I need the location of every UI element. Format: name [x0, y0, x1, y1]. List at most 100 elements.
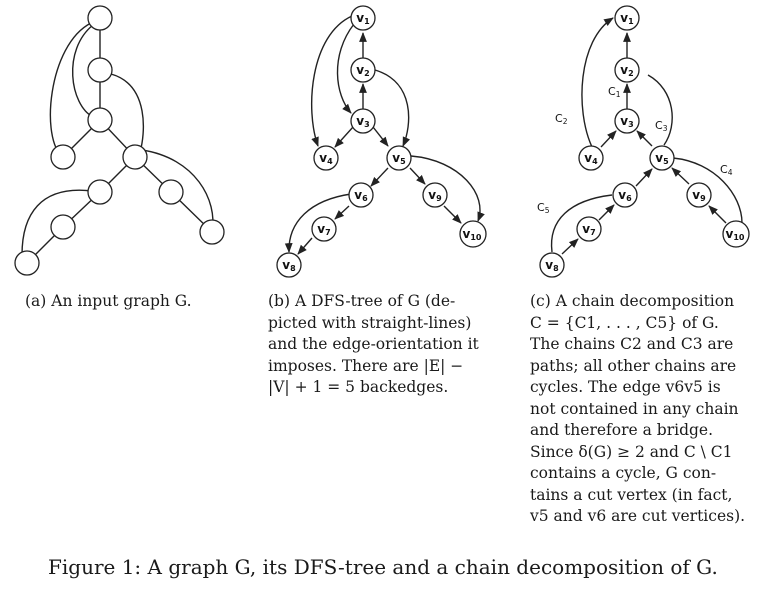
vertex-label-v2: v2: [356, 63, 369, 78]
vertex-v7: [311, 216, 337, 242]
backedge-v3-v1: [336, 23, 355, 114]
chain-curve-v2-v5: [647, 74, 673, 146]
chain-curve-v5-v10: [672, 157, 743, 224]
chain-edge-v9-v5: [671, 167, 690, 185]
graph-vertex: [50, 214, 76, 240]
chain-edge-v4-v3: [600, 130, 617, 148]
vertex-label-v8: v8: [282, 258, 296, 273]
vertex-label-v7: v7: [582, 222, 595, 237]
vertex-v5: [386, 145, 412, 171]
vertex-v4: [578, 145, 604, 171]
vertex-label-v1: v1: [356, 11, 370, 26]
vertex-v2: [350, 57, 376, 83]
caption-line: The chains C2 and C3 are: [530, 335, 734, 353]
tree-edge-v5-v6: [370, 167, 389, 187]
chain-label-c3: C3: [655, 119, 668, 133]
caption-line: imposes. There are |E| −: [268, 356, 464, 375]
caption-line: picted with straight-lines): [268, 313, 472, 332]
panel-b-edges: [284, 15, 485, 255]
graph-vertex: [87, 179, 113, 205]
vertex-v6: [612, 182, 638, 208]
bridge-edge-v6-v5: [635, 168, 653, 187]
graph-vertex: [199, 219, 225, 245]
chain-label-c4: C4: [720, 163, 733, 177]
caption-line: v5 and v6 are cut vertices).: [530, 507, 746, 525]
vertex-label-v4: v4: [584, 151, 598, 166]
chain-label-c2: C2: [555, 112, 568, 126]
tree-edge-v5-v9: [409, 167, 426, 185]
chain-edge-v7-v6: [598, 204, 615, 221]
caption-panel-b: (b) A DFS-tree of G (de- picted with str…: [268, 291, 498, 399]
graph-edge-curved: [21, 189, 93, 256]
vertex-v3: [614, 108, 640, 134]
tree-edge-v3-v4: [334, 126, 354, 148]
vertex-v7: [576, 216, 602, 242]
caption-panel-a: (a) An input graph G.: [25, 291, 225, 313]
vertex-v10: [722, 220, 750, 248]
chain-label-c1: C1: [608, 85, 621, 99]
panel-c-edges: [550, 17, 743, 255]
figure-caption: Figure 1: A graph G, its DFS-tree and a …: [48, 555, 718, 579]
vertex-label-v5: v5: [655, 151, 669, 166]
vertex-label-v6: v6: [618, 188, 632, 203]
graph-vertex: [87, 107, 113, 133]
vertex-v9: [686, 182, 712, 208]
caption-line: and the edge-orientation it: [268, 335, 479, 353]
chain-edge-v10-v9: [708, 205, 727, 224]
caption-line: (b) A DFS-tree of G (de-: [268, 292, 456, 310]
chain-edge-v8-v7: [561, 238, 579, 255]
vertex-label-v7: v7: [317, 222, 330, 237]
caption-line: |V| + 1 = 5 backedges.: [268, 378, 449, 396]
tree-edge-v9-v10: [443, 205, 462, 224]
caption-panel-c: (c) A chain decomposition C = {C1, . . .…: [530, 291, 756, 528]
caption-line: tains a cut vertex (in fact,: [530, 485, 733, 504]
chain-curve-v4-v1: [581, 17, 614, 148]
caption-line: and therefore a bridge.: [530, 421, 714, 439]
vertex-label-v10: v10: [463, 227, 482, 242]
vertex-label-v2: v2: [620, 63, 633, 78]
vertex-label-v4: v4: [319, 151, 333, 166]
vertex-label-v9: v9: [428, 188, 442, 203]
backedge-v10-v5: [410, 155, 485, 222]
vertex-label-v8: v8: [545, 258, 559, 273]
graph-vertex: [50, 144, 76, 170]
chain-edge-v5-v3: [636, 130, 653, 147]
graph-vertex: [87, 57, 113, 83]
graph-edge-curved: [110, 73, 145, 153]
vertex-v8: [276, 252, 302, 278]
caption-line: contains a cycle, G con-: [530, 464, 717, 482]
caption-line: (a) An input graph G.: [25, 292, 192, 310]
chain-label-c5: C5: [537, 201, 550, 215]
caption-line: cycles. The edge v6v5 is: [530, 378, 721, 396]
vertex-v1: [350, 5, 376, 31]
tree-edge-v6-v7: [334, 205, 350, 220]
vertex-v10: [459, 220, 487, 248]
graph-vertex: [122, 144, 148, 170]
vertex-label-v6: v6: [354, 188, 368, 203]
panel-b-dfs-tree: v1 v2 v3 v4 v5 v6 v7 v8 v9 v10: [276, 5, 487, 278]
graph-edge-curved: [49, 22, 92, 158]
vertex-v8: [539, 252, 565, 278]
tree-edge-v3-v5: [372, 126, 389, 147]
vertex-label-v9: v9: [692, 188, 706, 203]
panel-a-vertices: [14, 5, 225, 276]
caption-line: paths; all other chains are: [530, 356, 737, 375]
backedge-v4-v1: [310, 15, 353, 147]
panel-c-chain-decomposition: v1 v2 v3 v4 v5 v6 v7 v8 v9 v10 C1 C2 C3 …: [537, 5, 750, 278]
vertex-v1: [614, 5, 640, 31]
graph-vertex: [14, 250, 40, 276]
caption-line: C = {C1, . . . , C5} of G.: [530, 313, 719, 332]
vertex-label-v3: v3: [356, 114, 369, 129]
panel-a-graph: [14, 5, 225, 276]
caption-line: (c) A chain decomposition: [530, 292, 735, 310]
vertex-v3: [350, 108, 376, 134]
vertex-v9: [422, 182, 448, 208]
chain-curve-v8-v6: [550, 194, 613, 253]
panel-c-chain-labels: C1 C2 C3 C4 C5: [537, 85, 733, 215]
tree-edge-v7-v8: [297, 237, 313, 255]
vertex-v4: [313, 145, 339, 171]
panel-c-vertices: v1 v2 v3 v4 v5 v6 v7 v8 v9 v10: [539, 5, 750, 278]
vertex-label-v10: v10: [726, 227, 745, 242]
